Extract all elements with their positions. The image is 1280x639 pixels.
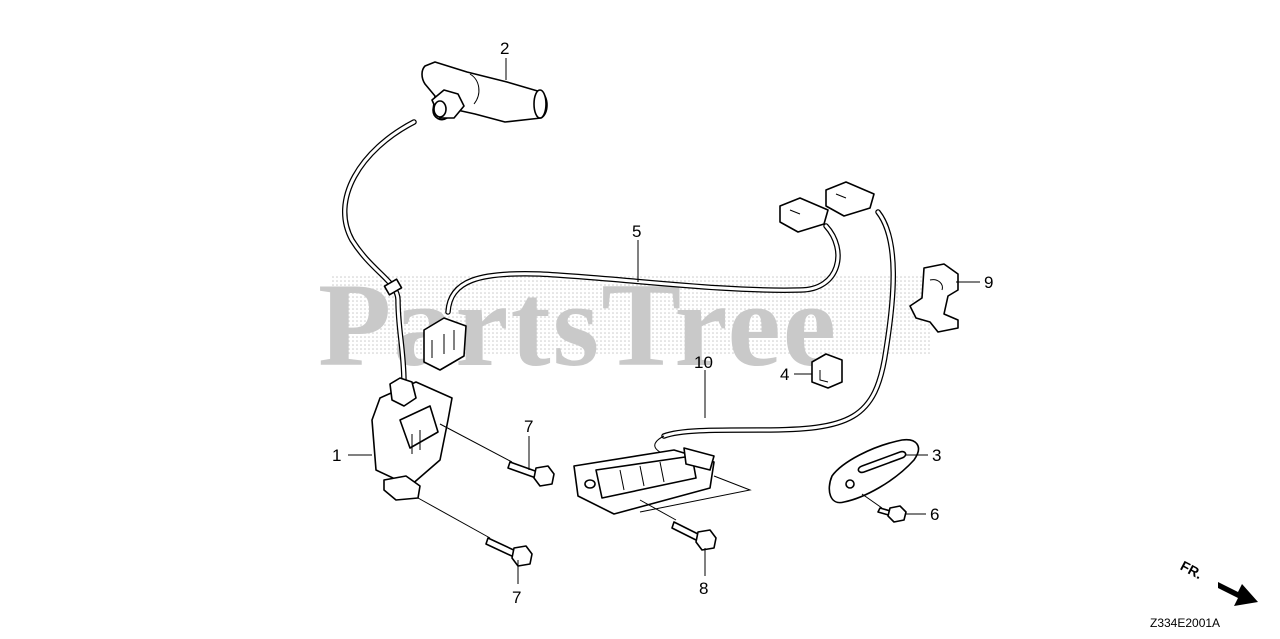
high-tension-wire bbox=[341, 119, 417, 387]
drawing-code: Z334E2001A bbox=[1150, 616, 1220, 630]
front-direction-label: FR. bbox=[1178, 557, 1205, 582]
ignition-coil[interactable] bbox=[371, 377, 453, 501]
spark-plug-cap[interactable] bbox=[421, 61, 548, 123]
callout-3: 3 bbox=[932, 446, 941, 465]
callout-leaders bbox=[348, 58, 980, 584]
callout-6: 6 bbox=[930, 505, 939, 524]
cable-holder[interactable] bbox=[909, 263, 959, 333]
bolt-coil-upper[interactable] bbox=[507, 461, 555, 487]
mounting-plate[interactable] bbox=[828, 438, 920, 504]
callout-8: 8 bbox=[699, 579, 708, 598]
callout-9: 9 bbox=[984, 273, 993, 292]
bolt-sensor[interactable] bbox=[671, 521, 717, 551]
callout-1: 1 bbox=[332, 446, 341, 465]
bolt-plate[interactable] bbox=[877, 505, 907, 523]
callout-10: 10 bbox=[694, 353, 713, 372]
front-direction-arrow: FR. bbox=[1178, 557, 1258, 606]
callout-2: 2 bbox=[500, 39, 509, 58]
assembly-lines bbox=[417, 423, 883, 539]
wire-connectors[interactable] bbox=[779, 181, 875, 233]
wire-clip[interactable] bbox=[811, 353, 843, 389]
harness-connector[interactable] bbox=[423, 317, 467, 371]
callout-4: 4 bbox=[780, 365, 789, 384]
callout-7-upper: 7 bbox=[524, 417, 533, 436]
bolt-coil-lower[interactable] bbox=[485, 537, 533, 567]
wire-harness bbox=[445, 209, 896, 439]
callout-7-lower: 7 bbox=[512, 588, 521, 607]
callout-5: 5 bbox=[632, 222, 641, 241]
sensor-unit[interactable] bbox=[573, 435, 715, 515]
arrow-right-icon bbox=[1218, 582, 1258, 606]
